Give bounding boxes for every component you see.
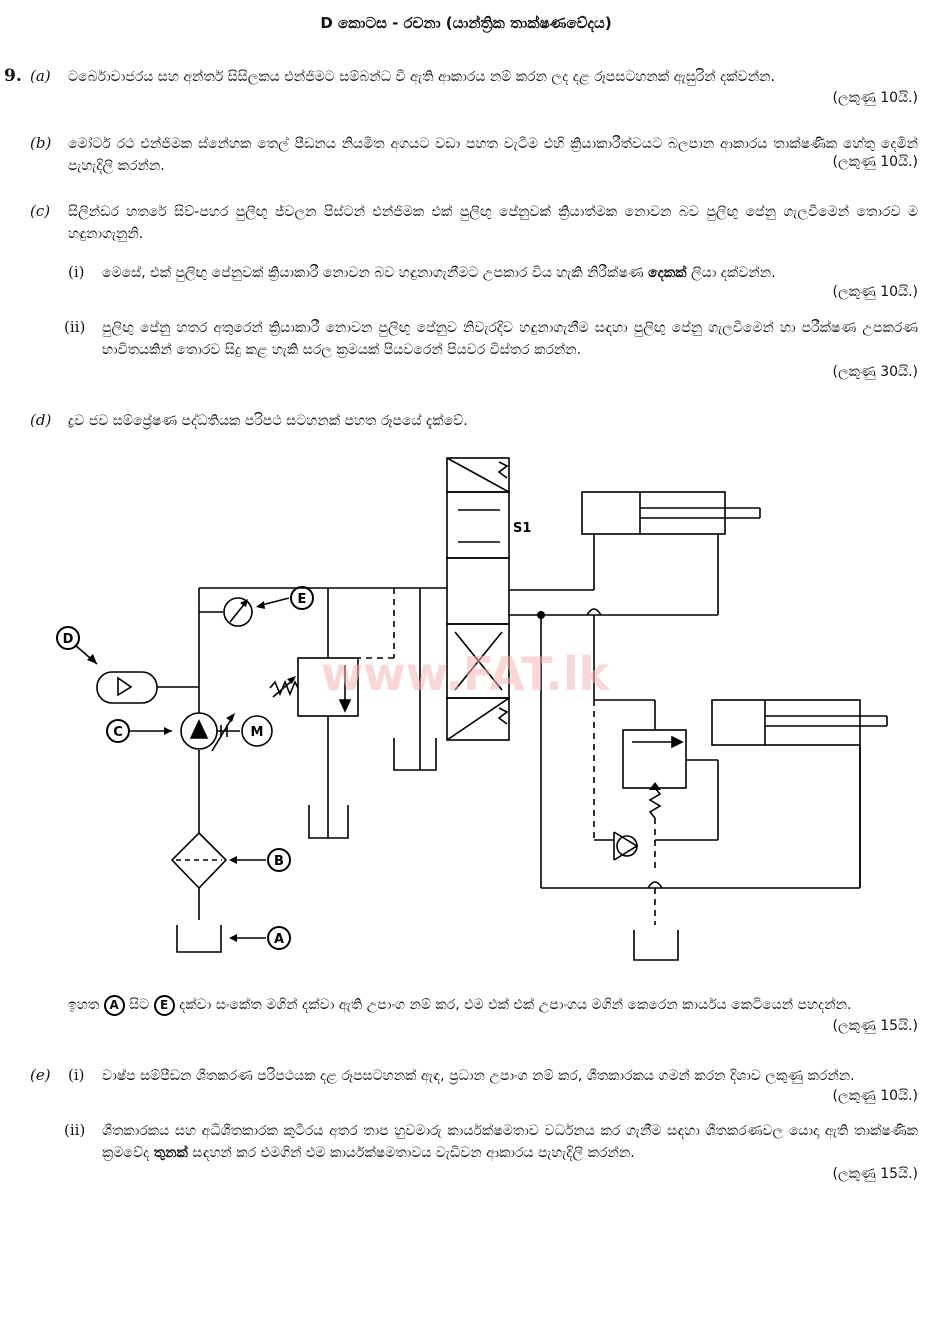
label-e: E <box>298 592 307 607</box>
q9e-ii-label: (ii) <box>64 1121 86 1139</box>
q9a-label: (a) <box>30 67 51 85</box>
q9b-label: (b) <box>30 134 52 152</box>
q9d-after-text: ඉහත A සිට E දක්වා සංකේත මගින් දක්වා ඇති … <box>68 994 918 1016</box>
q9c-text: සිලින්ඩර හතරේ සිව්-පහර පුලිඟු ජ්වලන පිස්… <box>68 204 918 242</box>
q9c-ii-text: පුලිඟු පේනු හතර අතුරෙන් ක්‍රියාකාරී නොවන… <box>102 320 918 358</box>
label-c: C <box>113 725 123 740</box>
q9e-ii-text: ශීතකාරකය සහ අධිශීතකාරක කුටීරය අතර තාප හු… <box>102 1123 918 1161</box>
label-b: B <box>274 854 284 869</box>
question-number: 9. <box>4 66 22 86</box>
q9c-i-marks: (ලකුණු 10යි.) <box>832 284 918 300</box>
q9c-label: (c) <box>30 202 51 220</box>
inline-label-e: E <box>153 994 175 1016</box>
q9c-i-label: (i) <box>68 263 85 281</box>
q9b-marks: (ලකුණු 10යි.) <box>832 154 918 170</box>
q9c-i-text: මෙසේ, එක් පුලිඟු පේනුවක් ක්‍රියාකාරී නොව… <box>102 265 776 281</box>
q9c-ii-marks: (ලකුණු 30යි.) <box>832 364 918 380</box>
q9a-marks: (ලකුණු 10යි.) <box>832 90 918 106</box>
q9d-marks: (ලකුණු 15යි.) <box>832 1018 918 1034</box>
q9e-i-label: (i) <box>68 1066 85 1084</box>
q9b-text: මෝටර් රථ එන්ජිමක ස්නේහක තෙල් පීඩනය නියමි… <box>68 136 918 174</box>
watermark: www.FAT.lk <box>321 647 611 701</box>
q9e-i-text: වාෂ්ප සම්පීඩන ශීතකරණ පරිපථයක දළ රූපසටහනක… <box>102 1068 855 1084</box>
hydraulic-circuit-diagram: D C E B A M S1 www.FAT.lk <box>56 457 888 961</box>
q9e-label: (e) <box>30 1066 51 1084</box>
q9e-i-marks: (ලකුණු 10යි.) <box>832 1088 918 1104</box>
label-m: M <box>251 725 264 740</box>
label-s1: S1 <box>513 521 531 536</box>
q9c-ii-label: (ii) <box>64 318 86 336</box>
inline-label-a: A <box>103 994 125 1016</box>
q9d-text: ද්‍රව ජව සම්ප්‍රේෂණ පද්ධතියක පරිපථ සටහනක… <box>68 413 468 429</box>
label-a: A <box>274 932 284 947</box>
q9e-ii-marks: (ලකුණු 15යි.) <box>832 1166 918 1182</box>
q9a-text: ටර්බොචාජරය සහ අන්තර් සිසිලකය එන්ජිමට සම්… <box>68 69 775 85</box>
label-d: D <box>63 632 74 647</box>
section-title: D කොටස - රචනා (යාන්ත්‍රික තාක්ෂණවේදය) <box>320 14 612 32</box>
q9d-label: (d) <box>30 411 52 429</box>
